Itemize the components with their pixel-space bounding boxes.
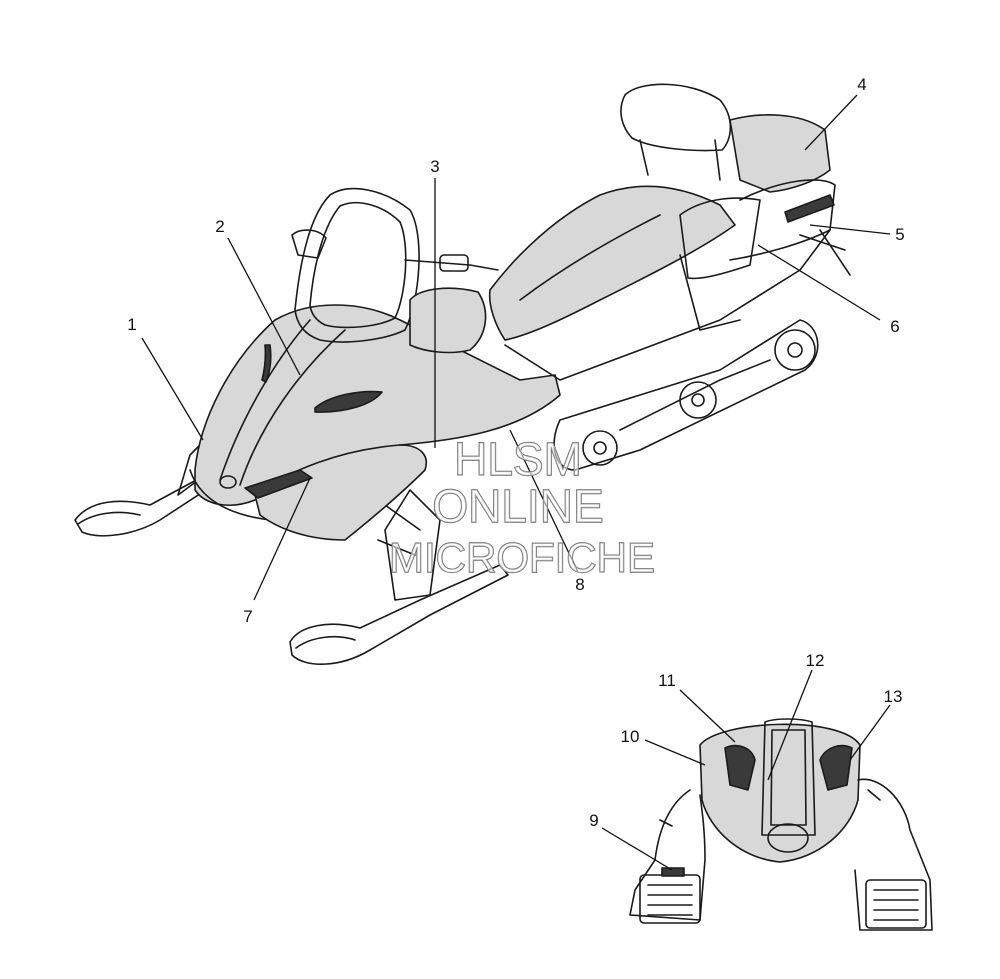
rear-left-grab [724, 744, 756, 791]
bogie-wheel-3 [774, 329, 816, 371]
leader-10 [644, 739, 706, 766]
backrest [620, 83, 732, 152]
rear-view-inset [629, 718, 933, 931]
side-grille [244, 469, 313, 499]
rear-body [699, 723, 861, 863]
bogie-wheel-2-hub [691, 393, 705, 407]
backrest-post [639, 139, 721, 181]
left-ski-tip [77, 511, 141, 525]
rear-left-footrest-ribs [647, 884, 693, 916]
leader-6 [757, 244, 881, 321]
rear-tail-panel [761, 718, 816, 836]
watermark-line-3: MICROFICHE [389, 534, 655, 581]
callout-12: 12 [806, 651, 825, 670]
rear-panel-stripe [784, 194, 835, 223]
bogie-wheel-1 [582, 430, 618, 466]
mirror-left [291, 229, 327, 259]
console [409, 287, 487, 354]
right-ski [289, 564, 509, 665]
callout-10: 10 [621, 727, 640, 746]
watermark-line-2: ONLINE [432, 480, 603, 532]
windshield-inner [309, 202, 407, 329]
watermark: HLSM ONLINE MICROFICHE [388, 432, 655, 581]
side-rail [679, 254, 741, 331]
headlight-stripe [261, 344, 272, 383]
callout-8: 8 [575, 575, 584, 594]
leader-7 [253, 477, 311, 601]
callout-3: 3 [430, 157, 439, 176]
leader-lines [141, 94, 891, 871]
rear-suspension-arm [619, 359, 771, 431]
rear-grab-rail [679, 197, 761, 280]
rear-taillight [767, 823, 809, 853]
rear-left-decal-patch [661, 867, 685, 877]
tunnel [504, 229, 831, 381]
callout-2: 2 [215, 217, 224, 236]
snowmobile-main-view [74, 83, 851, 665]
callout-5: 5 [895, 225, 904, 244]
side-panel-lower [254, 444, 427, 541]
rear-left-sidepanel [629, 789, 706, 921]
leader-9 [601, 827, 673, 871]
callout-11: 11 [658, 671, 676, 690]
leader-2 [227, 237, 301, 376]
callout-1: 1 [127, 315, 136, 334]
right-suspension [377, 504, 421, 556]
leader-5 [809, 224, 891, 235]
watermark-line-1: HLSM [454, 433, 582, 485]
callout-6: 6 [890, 317, 899, 336]
track [553, 319, 819, 471]
callout-7: 7 [243, 607, 252, 626]
leader-13 [849, 704, 891, 761]
callout-labels: 1 2 3 4 5 6 7 8 9 10 11 12 13 [127, 75, 904, 830]
rear-left-hardware [659, 789, 881, 827]
rear-right-sidepanel [854, 778, 933, 931]
rear-right-footrest [865, 879, 927, 929]
rear-tail-inner [770, 729, 807, 826]
cargo-box [729, 114, 831, 193]
seat-seam [519, 214, 661, 301]
right-ski-tip [295, 635, 356, 649]
bogie-wheel-3-hub [787, 342, 803, 358]
bogie-wheel-1-hub [593, 441, 607, 455]
windshield [294, 187, 420, 343]
leader-12 [767, 669, 813, 781]
bogie-wheel-2 [679, 381, 717, 419]
hood-vent [314, 390, 383, 413]
callout-9: 9 [589, 811, 598, 830]
leader-1 [141, 337, 204, 441]
throttle-grip [439, 254, 469, 272]
hood-centre-ridge-2 [239, 329, 346, 486]
leader-8 [509, 429, 579, 573]
handlebar [404, 259, 499, 271]
right-spindle [384, 489, 441, 601]
callout-4: 4 [857, 75, 866, 94]
nose-emblem [219, 475, 237, 489]
leader-11 [679, 689, 736, 743]
rear-right-footrest-ribs [873, 889, 919, 921]
left-ski [74, 477, 213, 537]
leader-4 [804, 94, 858, 151]
rear-right-grab [819, 744, 853, 791]
callout-13: 13 [884, 687, 903, 706]
hood-centre-ridge [219, 319, 311, 481]
seat [488, 185, 736, 341]
rear-bumper [729, 179, 836, 261]
